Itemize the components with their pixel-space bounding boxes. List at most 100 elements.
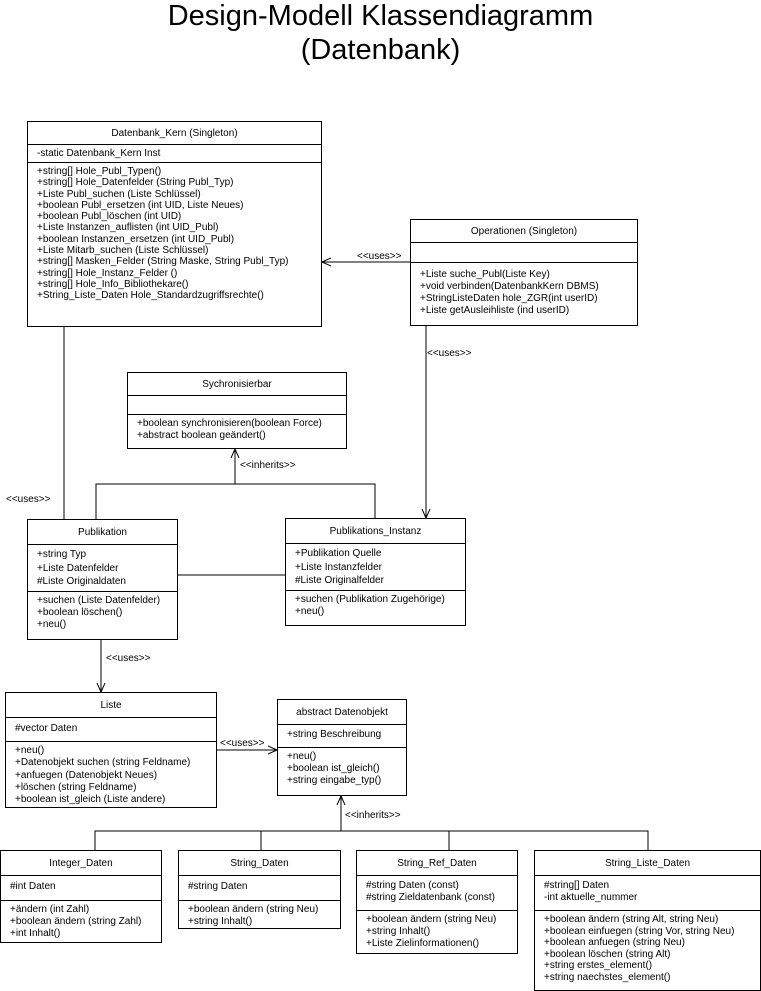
operation: +boolean Instanzen_ersetzen (int UID_Pub… [37, 233, 235, 245]
operation: +boolean ist_gleich (Liste andere) [15, 794, 166, 806]
attribute: -static Datenbank_Kern Inst [37, 148, 161, 159]
attribute: #string Zieldatenbank (const) [366, 892, 495, 903]
class-attributes: +string Typ +Liste Datenfelder #Liste Or… [28, 545, 177, 591]
class-attributes: +Publikation Quelle +Liste Instanzfelder… [286, 544, 465, 590]
class-name: Datenbank_Kern (Singleton) [28, 122, 321, 145]
operation: +neu() [287, 751, 317, 762]
class-string-daten: String_Daten #string Daten +boolean ände… [178, 850, 341, 929]
operation: +Liste suche_Publ(Liste Key) [420, 269, 550, 280]
inherits-label-obj: <<inherits>> [345, 810, 401, 821]
class-operations: +ändern (int Zahl) +boolean ändern (stri… [1, 900, 161, 942]
operation: +string[] Hole_Datenfelder (String Publ_… [37, 177, 234, 189]
operation: +string[] Hole_Instanz_Felder () [37, 267, 178, 279]
class-attributes: #vector Daten [6, 718, 216, 741]
diagram-title-line1: Design-Modell Klassendiagramm [167, 0, 594, 32]
class-attributes [411, 243, 637, 262]
operation: +boolean einfuegen (string Vor, string N… [544, 925, 735, 937]
uses-label-kern-pub: <<uses>> [6, 494, 51, 505]
operation: +boolean anfuegen (string Neu) [544, 937, 685, 948]
operation: +string[] Hole_Info_Bibliothekare() [37, 278, 189, 290]
operation: +neu() [295, 605, 325, 617]
attribute: +string Typ [37, 549, 87, 560]
operation: +boolean ändern (string Neu) [188, 904, 319, 915]
class-synchronisierbar: Sychronisierbar +boolean synchronisieren… [127, 372, 347, 449]
class-name: String_Liste_Daten [535, 851, 760, 876]
class-name: Publikations_Instanz [286, 519, 465, 544]
operation: +abstract boolean geändert() [137, 430, 266, 441]
class-operations: +suchen (Publikation Zugehörige) +neu() [286, 589, 465, 620]
inherits-label-sync: <<inherits>> [240, 460, 296, 471]
operation: +boolean Publ_löschen (int UID) [37, 211, 182, 223]
operation: +string[] Hole_Publ_Typen() [37, 166, 162, 177]
class-attributes: #string Daten (const) #string Zieldatenb… [357, 876, 517, 910]
class-name: Integer_Daten [1, 851, 161, 876]
class-attributes: -static Datenbank_Kern Inst [28, 145, 321, 162]
attribute: #Liste Originaldaten [37, 576, 126, 587]
operation: +string erstes_element() [544, 960, 653, 971]
operation: +string naechstes_element() [544, 971, 671, 983]
class-integer-daten: Integer_Daten #int Daten +ändern (int Za… [0, 850, 162, 943]
operation: +string Inhalt() [188, 916, 253, 927]
operation: +anfuegen (Datenobjekt Neues) [15, 769, 158, 781]
class-name: Operationen (Singleton) [411, 220, 637, 243]
class-datenbank-kern: Datenbank_Kern (Singleton) -static Daten… [27, 121, 322, 327]
attribute: #string Daten [188, 881, 248, 892]
class-name: Liste [6, 693, 216, 718]
class-operations: +string[] Hole_Publ_Typen() +string[] Ho… [28, 162, 321, 304]
operation: +String_Liste_Daten Hole_Standardzugriff… [37, 290, 264, 302]
class-datenobjekt: abstract Datenobjekt +string Beschreibun… [277, 699, 407, 796]
operation: +string eingabe_typ() [287, 775, 382, 786]
class-attributes: #string[] Daten -int aktuelle_nummer [535, 876, 760, 910]
class-operations: +neu() +Datenobjekt suchen (string Feldn… [6, 741, 216, 808]
uses-label-ops-kern: <<uses>> [357, 251, 402, 262]
class-liste: Liste #vector Daten +neu() +Datenobjekt … [5, 692, 217, 808]
operation: +StringListeDaten hole_ZGR(int userID) [420, 293, 598, 304]
class-name: String_Ref_Daten [357, 851, 517, 876]
inherits-sync-line [95, 483, 376, 519]
class-operations: +boolean ändern (string Neu) +string Inh… [357, 910, 517, 952]
class-name: abstract Datenobjekt [278, 700, 406, 725]
attribute: #vector Daten [15, 723, 78, 734]
class-operations: +boolean synchronisieren(boolean Force) … [128, 414, 346, 444]
uses-label-ops-instanz: <<uses>> [427, 348, 472, 359]
class-operations: +neu() +boolean ist_gleich() +string ein… [278, 747, 406, 789]
attribute: +Liste Datenfelder [37, 562, 119, 574]
class-operations: +boolean ändern (string Alt, string Neu)… [535, 910, 760, 985]
operation: +int Inhalt() [10, 928, 61, 939]
operation: +Liste Mitarb_suchen (Liste Schlüssel) [37, 245, 209, 257]
operation: +void verbinden(DatenbankKern DBMS) [420, 281, 599, 292]
operation: +suchen (Liste Datenfelder) [37, 594, 161, 606]
operation: +boolean ändern (string Alt, string Neu) [544, 914, 719, 925]
inherits-obj-line [94, 830, 649, 850]
class-publikations-instanz: Publikations_Instanz +Publikation Quelle… [285, 518, 466, 626]
class-attributes [128, 396, 346, 414]
class-operations: +Liste suche_Publ(Liste Key) +void verbi… [411, 262, 637, 319]
class-string-ref-daten: String_Ref_Daten #string Daten (const) #… [356, 850, 518, 954]
operation: +boolean löschen() [37, 606, 123, 618]
attribute: #int Daten [10, 881, 56, 892]
operation: +Liste Publ_suchen (Liste Schlüssel) [37, 188, 201, 200]
operation: +löschen (string Feldname) [15, 781, 137, 793]
operation: +boolean Publ_ersetzen (int UID, Liste N… [37, 199, 244, 211]
operation: +Datenobjekt suchen (string Feldname) [15, 757, 191, 769]
class-name: Sychronisierbar [128, 373, 346, 396]
uses-label-liste-obj: <<uses>> [220, 738, 265, 749]
attribute: +Publikation Quelle [295, 548, 382, 559]
operation: +Liste getAusleihliste (ind userID) [420, 305, 570, 316]
class-string-liste-daten: String_Liste_Daten #string[] Daten -int … [534, 850, 761, 991]
class-attributes: +string Beschreibung [278, 725, 406, 747]
operation: +Liste Zielinformationen() [366, 938, 480, 949]
class-operations: +boolean ändern (string Neu) +string Inh… [179, 900, 340, 930]
class-attributes: #int Daten [1, 876, 161, 900]
operation: +boolean ist_gleich() [287, 763, 380, 774]
diagram-title-line2: (Datenbank) [300, 34, 461, 66]
attribute: +Liste Instanzfelder [295, 561, 382, 573]
operation: +boolean ändern (string Zahl) [10, 916, 142, 927]
operation: +neu() [15, 745, 45, 756]
operation: +Liste Instanzen_auflisten (int UID_Publ… [37, 222, 219, 234]
attribute: +string Beschreibung [287, 729, 382, 740]
operation: +ändern (int Zahl) [10, 904, 90, 915]
attribute: #string Daten (const) [366, 880, 459, 891]
class-name: String_Daten [179, 851, 340, 876]
attribute: #Liste Originalfelder [295, 575, 384, 586]
